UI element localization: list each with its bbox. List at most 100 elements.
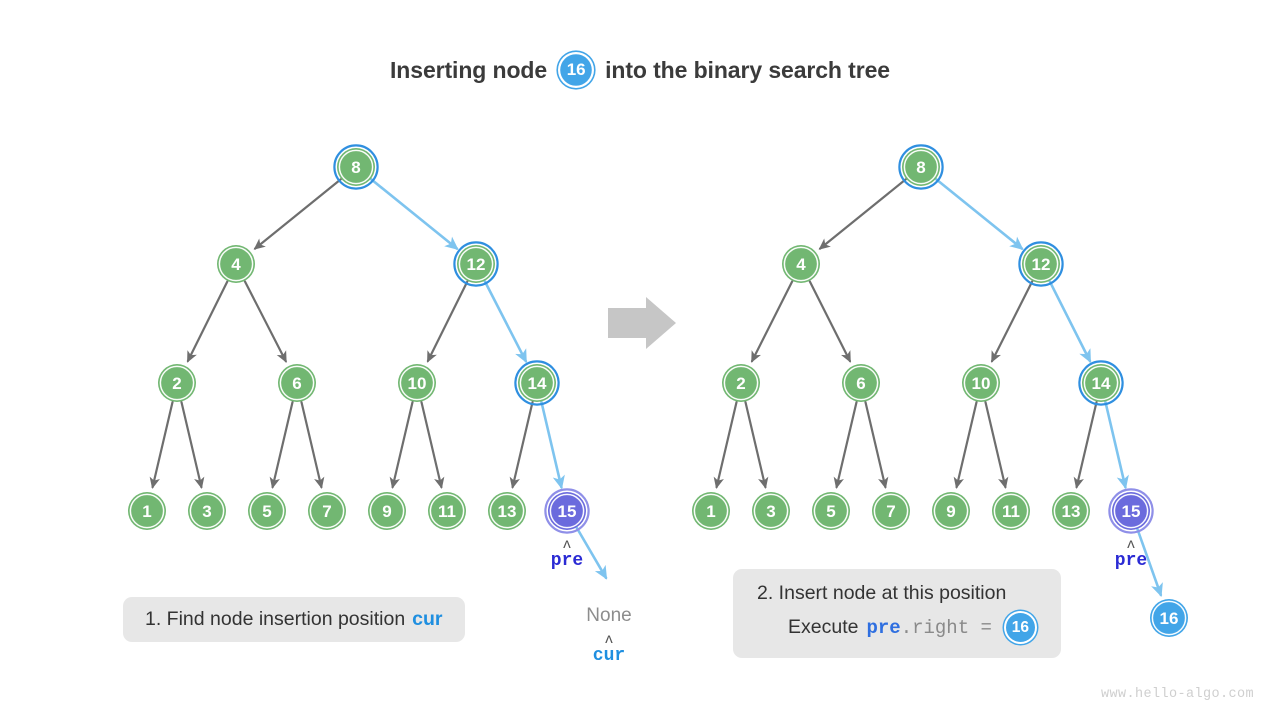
caret-up-icon: ʌ bbox=[562, 537, 572, 553]
tree-node-label: 14 bbox=[1092, 374, 1111, 393]
tree-node-14[interactable]: 14 bbox=[1078, 360, 1124, 406]
tree-node-label: 13 bbox=[1062, 502, 1081, 521]
tree-node-12[interactable]: 12 bbox=[1018, 241, 1064, 287]
tree-node-label: 5 bbox=[262, 502, 271, 521]
tree-node-label: 2 bbox=[736, 374, 745, 393]
tree-node-label: 11 bbox=[438, 502, 456, 521]
tree-edge bbox=[744, 400, 769, 489]
tree-edge bbox=[253, 178, 342, 250]
tree-node-label: 2 bbox=[172, 374, 181, 393]
tree-edge bbox=[713, 400, 738, 489]
page-title: Inserting node 16 into the binary search… bbox=[0, 52, 1280, 88]
tree-node-label: 1 bbox=[142, 502, 151, 521]
tree-edge bbox=[990, 280, 1034, 363]
tree-edge bbox=[269, 400, 294, 489]
execute-prefix: Execute bbox=[788, 616, 859, 638]
tree-node-label: 3 bbox=[766, 502, 775, 521]
tree-node-13[interactable]: 13 bbox=[1052, 492, 1090, 530]
execute-expression: .right = bbox=[900, 616, 992, 639]
tree-edge bbox=[243, 280, 287, 363]
tree-edge bbox=[833, 400, 858, 489]
tree-node-10[interactable]: 10 bbox=[398, 364, 436, 402]
tree-node-4[interactable]: 4 bbox=[217, 245, 255, 283]
caption-step-1-keyword: cur bbox=[412, 608, 443, 630]
tree-node-7[interactable]: 7 bbox=[308, 492, 346, 530]
right-block-arrow-icon bbox=[608, 297, 676, 349]
tree-edge bbox=[1048, 280, 1092, 364]
caption-step-2-line-1: 2. Insert node at this position bbox=[757, 582, 1006, 605]
watermark: www.hello-algo.com bbox=[1100, 687, 1254, 702]
tree-node-label: 10 bbox=[408, 374, 427, 393]
tree-node-5[interactable]: 5 bbox=[248, 492, 286, 530]
tree-node-label: 4 bbox=[796, 255, 806, 274]
tree-node-14[interactable]: 14 bbox=[514, 360, 560, 406]
tree-node-15[interactable]: 15 bbox=[1108, 488, 1154, 534]
tree-node-label: 3 bbox=[202, 502, 211, 521]
tree-node-label: 8 bbox=[351, 158, 360, 177]
tree-node-7[interactable]: 7 bbox=[872, 492, 910, 530]
tree-edge bbox=[483, 280, 528, 364]
tree-node-3[interactable]: 3 bbox=[188, 492, 226, 530]
tree-node-9[interactable]: 9 bbox=[368, 492, 406, 530]
tree-edge bbox=[540, 400, 565, 490]
title-node-badge: 16 bbox=[558, 52, 595, 88]
pointer-name: cur bbox=[592, 646, 626, 666]
tree-edge bbox=[808, 280, 852, 363]
tree-edge bbox=[575, 526, 608, 580]
tree-node-6[interactable]: 6 bbox=[278, 364, 316, 402]
tree-node-label: 1 bbox=[706, 502, 715, 521]
tree-node-label: 16 bbox=[1160, 609, 1179, 628]
caret-up-icon: ʌ bbox=[1126, 537, 1136, 553]
caret-up-icon: ʌ bbox=[604, 632, 614, 648]
tree-node-label: 5 bbox=[826, 502, 835, 521]
tree-node-5[interactable]: 5 bbox=[812, 492, 850, 530]
tree-node-12[interactable]: 12 bbox=[453, 241, 499, 287]
tree-edge bbox=[818, 178, 907, 250]
tree-node-15[interactable]: 15 bbox=[544, 488, 590, 534]
tree-node-1[interactable]: 1 bbox=[692, 492, 730, 530]
tree-node-label: 15 bbox=[558, 502, 577, 521]
tree-edge bbox=[864, 400, 889, 489]
tree-edge bbox=[149, 400, 174, 489]
tree-node-2[interactable]: 2 bbox=[722, 364, 760, 402]
caption-step-2-text: 2. Insert node at this position bbox=[757, 582, 1007, 604]
tree-node-1[interactable]: 1 bbox=[128, 492, 166, 530]
execute-pre-keyword: pre bbox=[866, 616, 901, 639]
tree-node-13[interactable]: 13 bbox=[488, 492, 526, 530]
tree-node-10[interactable]: 10 bbox=[962, 364, 1000, 402]
tree-edge bbox=[369, 177, 459, 250]
pointer-name: pre bbox=[550, 551, 584, 571]
caption-step-1: 1. Find node insertion position cur bbox=[123, 597, 465, 642]
tree-edges bbox=[149, 177, 1163, 597]
tree-node-3[interactable]: 3 bbox=[752, 492, 790, 530]
tree-edge bbox=[509, 400, 534, 489]
tree-edge bbox=[1136, 528, 1163, 597]
tree-node-11[interactable]: 11 bbox=[428, 492, 466, 530]
tree-edge bbox=[984, 400, 1009, 489]
tree-edge bbox=[934, 177, 1024, 250]
tree-node-11[interactable]: 11 bbox=[992, 492, 1030, 530]
tree-node-4[interactable]: 4 bbox=[782, 245, 820, 283]
tree-edge bbox=[420, 400, 445, 489]
none-label: None bbox=[586, 605, 632, 626]
caption-step-2: 2. Insert node at this position Execute … bbox=[733, 569, 1061, 658]
tree-node-8[interactable]: 8 bbox=[333, 144, 379, 190]
tree-node-2[interactable]: 2 bbox=[158, 364, 196, 402]
tree-node-6[interactable]: 6 bbox=[842, 364, 880, 402]
tree-node-label: 9 bbox=[946, 502, 955, 521]
execute-node-badge: 16 bbox=[1003, 611, 1037, 644]
title-suffix: into the binary search tree bbox=[605, 56, 890, 83]
tree-node-9[interactable]: 9 bbox=[932, 492, 970, 530]
tree-node-label: 11 bbox=[1002, 502, 1020, 521]
tree-node-label: 13 bbox=[498, 502, 517, 521]
tree-node-8[interactable]: 8 bbox=[898, 144, 944, 190]
tree-node-label: 12 bbox=[467, 255, 486, 274]
tree-edge bbox=[953, 400, 978, 489]
tree-edge bbox=[750, 280, 794, 363]
tree-node-16[interactable]: 16 bbox=[1150, 599, 1188, 637]
